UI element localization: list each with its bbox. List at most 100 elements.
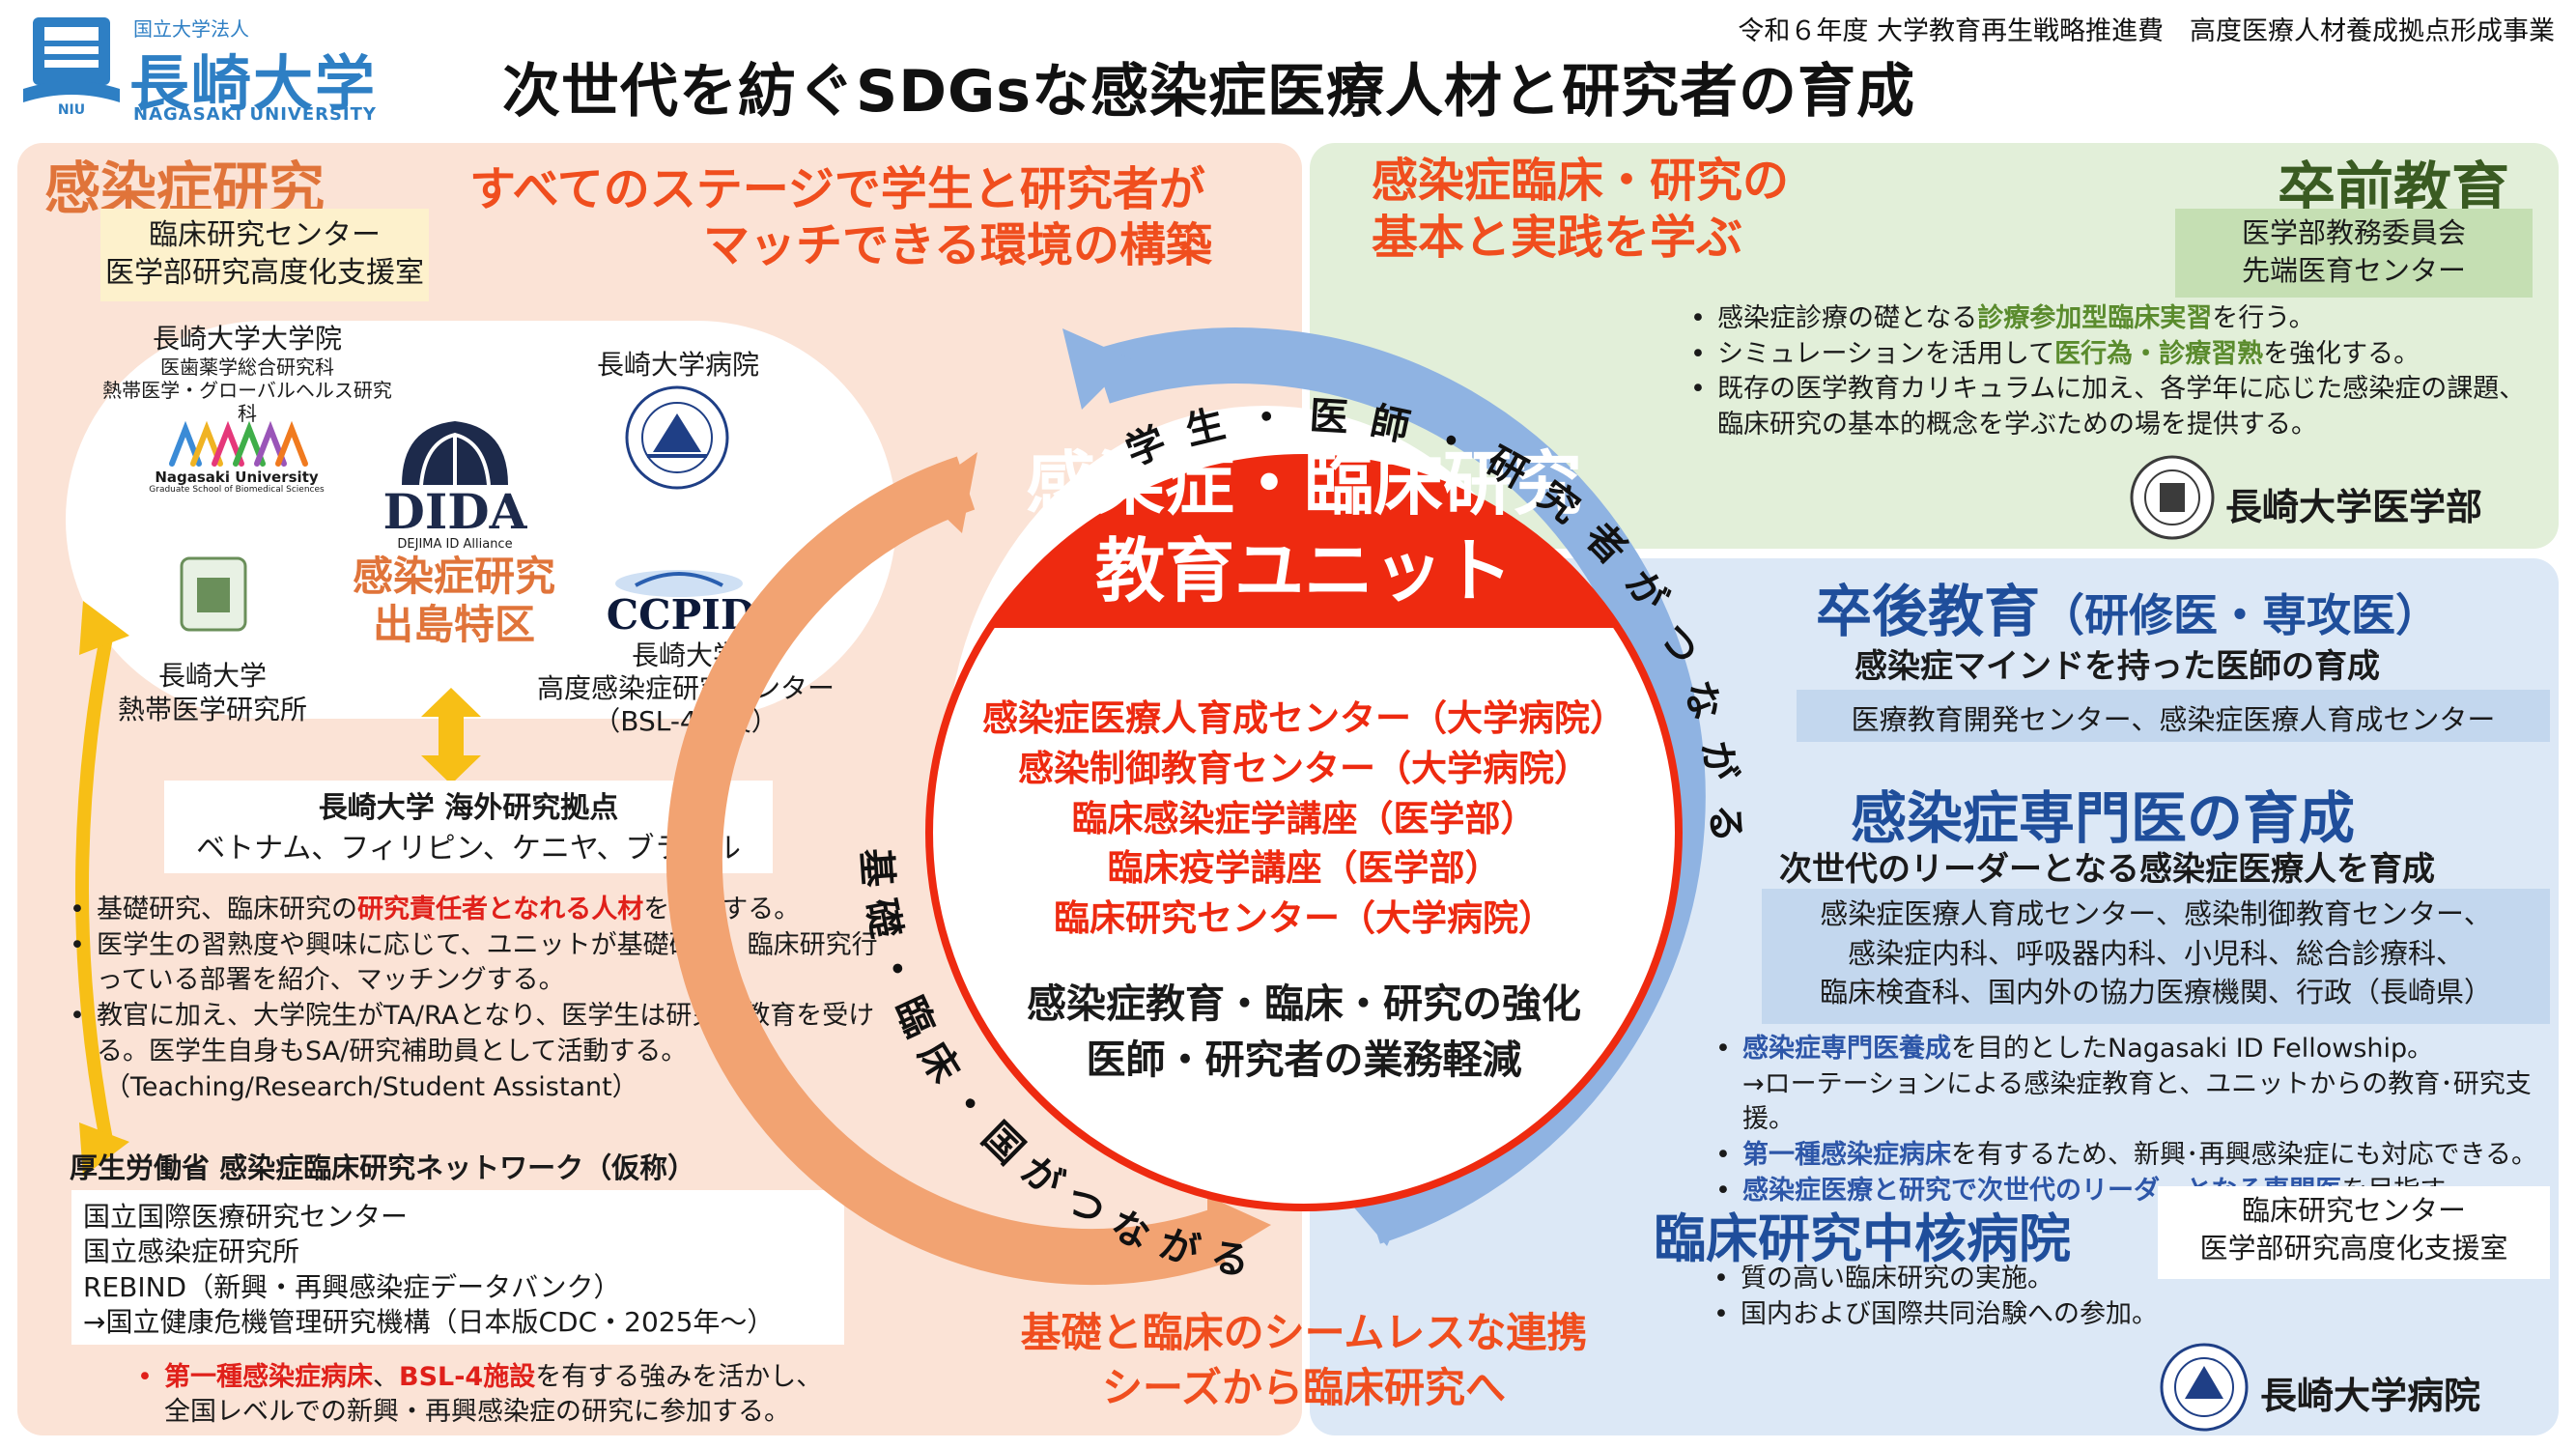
orange-arrow-bottom-head: [1207, 1196, 1271, 1264]
unit-title-1: 感染症・臨床研究: [1025, 443, 1582, 525]
postgrad-title-sub: （研修医・専攻医）: [2040, 589, 2441, 641]
hospital-seal-icon: [624, 384, 730, 491]
hospital-seal-2-icon: [2158, 1341, 2250, 1434]
undergrad-org-2: 先端医育センター: [2241, 254, 2466, 288]
grad-logo-2: Graduate School of Biomedical Sciences: [149, 484, 325, 495]
undergrad-bullets: 感染症診療の礎となる診療参加型臨床実習を行う。 シミュレーションを活用して医行為…: [1684, 301, 2534, 443]
unit-title: 感染症・臨床研究 教育ユニット: [966, 440, 1642, 614]
core-bullet-1: 質の高い臨床研究の実施。: [1708, 1262, 2210, 1297]
undergrad-bullet-3: 既存の医学教育カリキュラムに加え、各学年に応じた感染症の課題、臨床研究の基本的概…: [1684, 372, 2534, 442]
zone-1: 感染症研究: [352, 553, 555, 600]
blue-arrow-top-head: [1062, 328, 1132, 410]
specialist-org-2: 感染症内科、呼吸器内科、小児科、総合診療科、: [1847, 936, 2464, 970]
network-1: 国立国際医療研究センター: [83, 1201, 409, 1233]
unit-members: 感染症医療人育成センター（大学病院） 感染制御教育センター（大学病院） 臨床感染…: [927, 694, 1681, 944]
hospital-label-research: 長崎大学病院: [597, 349, 760, 381]
grad-school-2: 医歯薬学総合研究科: [160, 355, 334, 379]
research-bottom-2: 全国レベルでの新興・再興感染症の研究に参加する。: [164, 1397, 790, 1428]
unit-goals: 感染症教育・臨床・研究の強化 医師・研究者の業務軽減: [927, 976, 1681, 1088]
undergrad-slogan-2: 基本と実践を学ぶ: [1372, 210, 1743, 265]
research-centers-2: 医学部研究高度化支援室: [105, 256, 424, 290]
unit-goal-1: 感染症教育・臨床・研究の強化: [1027, 980, 1581, 1027]
network-loop-arrow-icon: [29, 580, 145, 1198]
postgrad-bullets: 感染症専門医養成を目的としたNagasaki ID Fellowship。→ロー…: [1710, 1032, 2560, 1209]
network-3: REBIND（新興・再興感染症データバンク）: [83, 1270, 621, 1303]
specialist-org-box: 感染症医療人育成センター、感染制御教育センター、 感染症内科、呼吸器内科、小児科…: [1762, 889, 2550, 1024]
grad-logo-text: Nagasaki University Graduate School of B…: [135, 469, 338, 495]
postgrad-subtitle: 感染症マインドを持った医師の育成: [1854, 647, 2380, 686]
research-bullet-1-mark: 研究責任者となれる人材: [357, 895, 644, 924]
overseas-title: 長崎大学 海外研究拠点: [318, 791, 619, 825]
postgrad-bullet-1-mark: 感染症専門医養成: [1742, 1034, 1951, 1064]
specialist-sub: 次世代のリーダーとなる感染症医療人を育成: [1779, 850, 2435, 889]
grad-school-label: 長崎大学大学院 医歯薬学総合研究科 熱帯医学・グローバルヘルス研究科: [102, 323, 392, 425]
research-centers-box: 臨床研究センター 医学部研究高度化支援室: [100, 209, 429, 301]
core-org-1: 臨床研究センター: [2241, 1194, 2466, 1227]
undergrad-bullet-1-mark: 診療参加型臨床実習: [1977, 303, 2213, 333]
research-bottom-1: • 第一種感染症病床、BSL-4施設を有する強みを活かし、: [137, 1362, 823, 1392]
undergrad-bullet-2-mark: 医行為・診療習熟: [2054, 338, 2264, 369]
tropical-2: 熱帯医学研究所: [117, 694, 307, 725]
postgrad-title-main: 卒後教育: [1816, 579, 2041, 644]
network-2: 国立感染症研究所: [83, 1236, 300, 1268]
network-4: →国立健康危機管理研究機構（日本版CDC・2025年〜）: [83, 1306, 775, 1339]
orange-arrow-top-head: [920, 452, 977, 533]
dida-logo-icon: [382, 413, 527, 491]
hospital-label: 長崎大学病院: [2260, 1375, 2481, 1417]
faculty-label: 長崎大学医学部: [2225, 486, 2483, 528]
postgrad-title: 卒後教育（研修医・専攻医）: [1816, 566, 2440, 647]
grad-logo-1: Nagasaki University: [155, 469, 319, 486]
network-title: 厚生労働省 感染症臨床研究ネットワーク（仮称）: [70, 1151, 696, 1184]
oval-overseas-arrow-icon: [417, 688, 485, 784]
tropical-label: 長崎大学 熱帯医学研究所: [97, 659, 328, 726]
research-bullet-3-note: （Teaching/Research/Student Assistant）: [104, 1071, 638, 1102]
grad-school-1: 長崎大学大学院: [152, 323, 342, 355]
unit-member-4: 臨床疫学講座（医学部）: [1107, 847, 1501, 890]
university-en: NAGASAKI UNIVERSITY: [133, 104, 377, 125]
university-name: 長崎大学: [129, 48, 378, 119]
grad-school-3: 熱帯医学・グローバルヘルス研究科: [102, 378, 392, 425]
center-bottom: 基礎と臨床のシームレスな連携 シーズから臨床研究へ: [927, 1306, 1681, 1415]
unit-member-1: 感染症医療人育成センター（大学病院）: [982, 697, 1626, 739]
specialist-title: 感染症専門医の育成: [1851, 785, 2356, 851]
unit-member-2: 感染制御教育センター（大学病院）: [1018, 747, 1590, 789]
research-bottom-note: • 第一種感染症病床、BSL-4施設を有する強みを活かし、 全国レベルでの新興・…: [131, 1360, 904, 1431]
undergrad-bullet-1: 感染症診療の礎となる診療参加型臨床実習を行う。: [1684, 301, 2534, 337]
university-prefix: 国立大学法人: [133, 17, 249, 41]
research-slogan-2: マッチできる環境の構築: [703, 218, 1213, 272]
tropical-logo-icon: [178, 554, 249, 634]
core-org-box: 臨床研究センター 医学部研究高度化支援室: [2158, 1186, 2550, 1279]
core-org-2: 医学部研究高度化支援室: [2199, 1232, 2508, 1265]
undergrad-bullet-2: シミュレーションを活用して医行為・診療習熟を強化する。: [1684, 337, 2534, 373]
undergrad-org-box: 医学部教務委員会 先端医育センター: [2175, 209, 2533, 298]
faculty-seal-icon: [2129, 454, 2216, 541]
research-bullets: 基礎研究、臨床研究の研究責任者となれる人材を育成する。 医学生の習熟度や興味に応…: [64, 893, 885, 1105]
tropical-1: 長崎大学: [157, 660, 267, 692]
postgrad-org: 医療教育開発センター、感染症医療人育成センター: [1851, 703, 2496, 736]
undergrad-slogan: 感染症臨床・研究の 基本と実践を学ぶ: [1372, 153, 1789, 266]
unit-member-5: 臨床研究センター（大学病院）: [1054, 897, 1554, 940]
research-slogan-1: すべてのステージで学生と研究者が: [469, 162, 1205, 216]
core-hospital-title: 臨床研究中核病院: [1654, 1208, 2071, 1269]
overseas-list: ベトナム、フィリピン、ケニヤ、ブラジル: [196, 832, 741, 866]
zone-2: 出島特区: [372, 601, 535, 649]
ccpid-label: CCPID: [606, 591, 756, 639]
dida-label: DIDA: [382, 483, 527, 540]
specialist-org-1: 感染症医療人育成センター、感染制御教育センター、: [1820, 897, 2492, 930]
unit-goal-2: 医師・研究者の業務軽減: [1086, 1037, 1522, 1084]
unit-member-3: 臨床感染症学講座（医学部）: [1071, 797, 1537, 839]
specialist-org-3: 臨床検査科、国内外の協力医療機関、行政（長崎県）: [1819, 976, 2492, 1009]
unit-title-2: 教育ユニット: [1094, 530, 1513, 611]
research-bottom-mark-1: 第一種感染症病床: [164, 1362, 373, 1392]
zone-label: 感染症研究 出島特区: [328, 553, 580, 650]
postgrad-org-box: 医療教育開発センター、感染症医療人育成センター: [1797, 690, 2550, 742]
unit-circle-cap: [990, 458, 1618, 628]
grad-school-logo-icon: [164, 417, 309, 475]
center-bottom-1: 基礎と臨床のシームレスな連携: [1020, 1309, 1588, 1356]
postgrad-bullet-2: 第一種感染症病床を有するため、新興･再興感染症にも対応できる。: [1710, 1138, 2560, 1174]
center-bottom-2: シーズから臨床研究へ: [1102, 1363, 1506, 1411]
undergrad-org-1: 医学部教務委員会: [2241, 216, 2466, 249]
svg-text:NIU: NIU: [58, 102, 85, 118]
program-name: 令和６年度 大学教育再生戦略推進費 高度医療人材養成拠点形成事業: [1738, 16, 2555, 46]
